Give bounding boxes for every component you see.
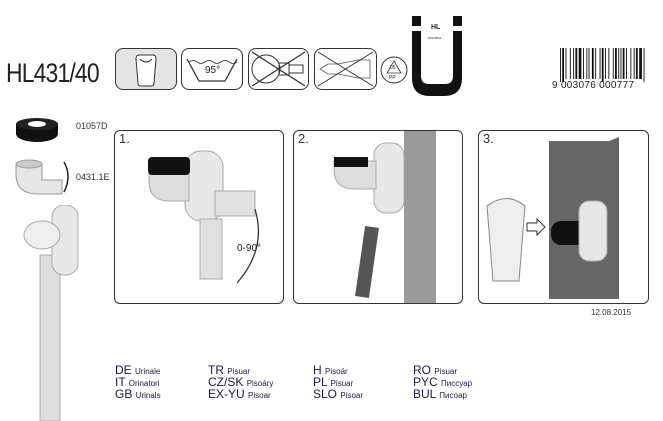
language-code: PYC — [413, 375, 438, 389]
language-entry: RO Pisuar — [413, 364, 457, 378]
language-entry: SLO Pisoar — [313, 388, 363, 402]
barcode-bar — [595, 48, 597, 79]
language-code: PL — [313, 375, 328, 389]
part-code-elbow: 0431.1E — [76, 172, 110, 182]
language-term: Urinals — [135, 391, 161, 400]
language-term: Писсуар — [441, 379, 473, 388]
brand-label: HL — [431, 24, 441, 31]
language-code: RO — [413, 363, 431, 377]
language-entry: PYC Писсуар — [413, 376, 472, 390]
barcode-bar — [599, 48, 601, 79]
rotation-annotation: 0-90° — [237, 243, 262, 254]
barcode-bar — [612, 48, 614, 79]
barcode-bar — [618, 48, 620, 79]
language-code: IT — [115, 375, 126, 389]
barcode-bar — [560, 48, 561, 82]
recycling-icon: 05 PP — [380, 56, 408, 86]
language-code: DE — [115, 363, 132, 377]
language-entry: H Pisoár — [313, 364, 348, 378]
step-number: 1. — [119, 131, 130, 146]
language-entry: TR Pisuar — [208, 364, 250, 378]
language-entry: DE Urinale — [115, 364, 160, 378]
hl-brand-mark: HL DIN19541 — [412, 16, 462, 96]
language-term: Pisuar — [434, 367, 458, 376]
language-entry: EX-YU Pisoar — [208, 388, 271, 402]
language-term: Писоар — [439, 391, 467, 400]
barcode-bar — [605, 48, 606, 79]
language-entry: PL Pisuar — [313, 376, 353, 390]
language-entry: IT Orinatori — [115, 376, 159, 390]
language-term: Pisuar — [330, 379, 354, 388]
step-3-panel: 3. — [478, 130, 649, 304]
language-term: Urinale — [135, 367, 161, 376]
recycling-code: 05 — [390, 65, 396, 71]
barcode-digits: 9 003076 000777 — [552, 80, 635, 91]
step-number: 2. — [298, 131, 309, 146]
language-term: Pisoáry — [246, 379, 274, 388]
barcode-bar — [586, 48, 588, 79]
step-number: 3. — [483, 131, 494, 146]
barcode-bar — [601, 48, 604, 82]
barcode-bar — [565, 48, 567, 79]
barcode-bar — [630, 48, 632, 79]
barcode-bar — [578, 48, 582, 79]
barcode-bar — [615, 48, 617, 79]
step-1-panel: 1. 0-90° — [114, 130, 284, 304]
wash-temperature-icon: 95° — [181, 48, 243, 90]
language-code: SLO — [313, 387, 338, 401]
no-solvent-icon — [314, 48, 377, 90]
barcode-bar — [573, 48, 575, 79]
barcode-bar — [639, 48, 642, 79]
language-code: CZ/SK — [208, 375, 244, 389]
barcode-bar — [608, 48, 610, 79]
barcode-bar — [588, 48, 590, 79]
no-dryer-icon — [248, 48, 309, 90]
recycling-material: PP — [389, 75, 396, 81]
language-entry: GB Urinals — [115, 388, 161, 402]
barcode-bar — [569, 48, 571, 79]
urinal-icon — [115, 48, 177, 90]
language-code: H — [313, 363, 322, 377]
barcode-bar — [622, 48, 625, 79]
siphon-image — [12, 204, 82, 421]
language-code: GB — [115, 387, 133, 401]
language-code: EX-YU — [208, 387, 245, 401]
language-entry: BUL Писоар — [413, 388, 467, 402]
seal-ring-image — [14, 117, 60, 148]
product-title: HL431/40 — [6, 58, 100, 88]
wash-temperature: 95° — [205, 65, 221, 76]
barcode-bar — [633, 48, 635, 79]
barcode-bar — [591, 48, 594, 79]
part-code-seal: 01057D — [76, 121, 108, 131]
barcode-bar — [620, 48, 622, 79]
language-code: TR — [208, 363, 224, 377]
step-2-panel: 2. — [293, 130, 463, 304]
barcode-bar — [562, 48, 564, 82]
language-term: Pisoar — [248, 391, 271, 400]
barcode-bar — [635, 48, 638, 79]
language-code: BUL — [413, 387, 436, 401]
elbow-image — [14, 158, 72, 203]
language-term: Pisoár — [325, 367, 348, 376]
brand-subtext: DIN19541 — [428, 36, 442, 40]
barcode-bar — [583, 48, 584, 79]
language-entry: CZ/SK Pisoáry — [208, 376, 273, 390]
language-term: Pisuar — [227, 367, 251, 376]
barcode-bar — [626, 48, 627, 79]
barcode-bar — [643, 48, 645, 82]
language-term: Pisoar — [340, 391, 364, 400]
language-term: Orinatori — [128, 379, 160, 388]
barcode: 9 003076 000777 — [552, 48, 646, 92]
barcode-bar — [575, 48, 578, 79]
document-date: 12.08.2015 — [591, 308, 632, 317]
